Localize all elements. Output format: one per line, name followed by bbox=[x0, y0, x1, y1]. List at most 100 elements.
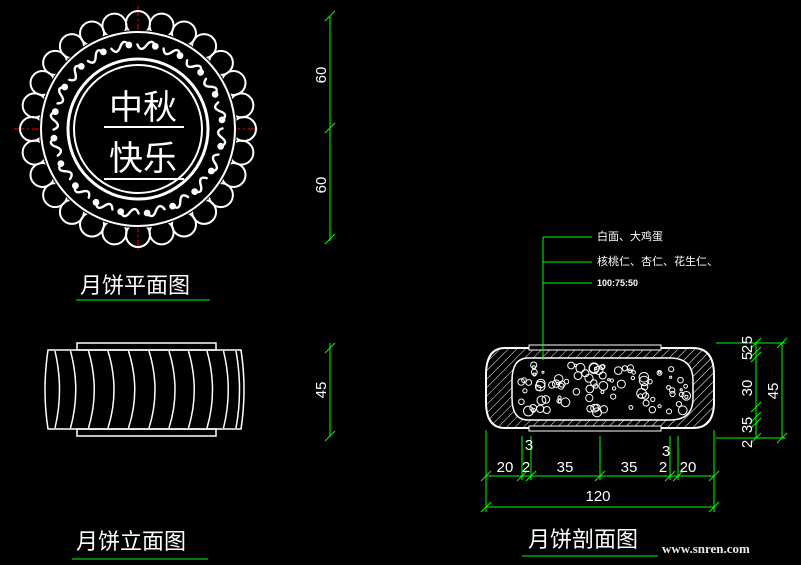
section-dim-bottom-2: 2 bbox=[522, 459, 530, 476]
nut-piece bbox=[614, 366, 623, 375]
nut-piece bbox=[610, 393, 617, 400]
nut-piece bbox=[683, 383, 688, 389]
elevation-ribs bbox=[54, 350, 241, 429]
elevation-rib bbox=[168, 350, 176, 429]
plan-dimension bbox=[324, 10, 336, 245]
elevation-rib bbox=[206, 350, 214, 429]
nut-piece bbox=[650, 396, 656, 402]
nut-piece bbox=[588, 362, 600, 374]
nut-piece bbox=[541, 395, 551, 404]
elevation-title: 月饼立面图 bbox=[76, 530, 186, 555]
section-dim-bottom-5: 2 bbox=[659, 459, 667, 476]
swirl bbox=[68, 64, 83, 82]
swirl-dot bbox=[197, 68, 205, 76]
elevation-rib bbox=[127, 350, 136, 429]
watermark: www.snren.com bbox=[662, 541, 750, 556]
plan-dim-tick-top bbox=[324, 10, 336, 22]
nut-piece bbox=[638, 372, 650, 383]
nut-piece bbox=[518, 398, 525, 406]
swirl bbox=[58, 162, 73, 181]
nut-piece bbox=[598, 381, 609, 391]
swirl bbox=[145, 204, 166, 218]
nut-piece bbox=[536, 378, 546, 389]
section-nut-pattern bbox=[517, 361, 692, 418]
plan-dim-top: 60 bbox=[313, 67, 330, 84]
nut-piece bbox=[563, 378, 570, 385]
elevation-top-band bbox=[76, 342, 217, 351]
swirl bbox=[110, 40, 131, 54]
nut-piece bbox=[522, 388, 528, 394]
nut-piece bbox=[585, 384, 595, 394]
section-note-2: 核桃仁、杏仁、花生仁、 bbox=[597, 254, 718, 268]
swirl bbox=[171, 194, 190, 209]
nut-piece bbox=[668, 366, 675, 373]
nut-piece bbox=[669, 390, 676, 398]
plan-title: 月饼平面图 bbox=[80, 274, 190, 299]
nut-piece bbox=[558, 380, 566, 388]
nut-piece bbox=[621, 365, 628, 372]
swirl bbox=[216, 127, 227, 148]
nut-piece bbox=[599, 364, 605, 371]
nut-piece bbox=[551, 379, 561, 388]
nut-piece bbox=[530, 407, 536, 413]
section-note-1: 白面、大鸡蛋 bbox=[597, 229, 663, 243]
swirl-dot bbox=[50, 134, 58, 142]
swirl-dot bbox=[169, 202, 177, 210]
elevation-rib bbox=[222, 350, 229, 429]
section-dim-right-2: 2 bbox=[739, 345, 756, 353]
elevation-rib bbox=[148, 350, 156, 429]
plan-swirl-pattern bbox=[49, 40, 227, 218]
swirl bbox=[210, 153, 220, 173]
swirl-dot bbox=[61, 83, 69, 91]
swirl-dot bbox=[92, 198, 100, 206]
swirl-dot bbox=[207, 167, 215, 175]
plan-view: 中秋 快乐 月饼平面图 bbox=[14, 6, 262, 301]
section-dim-right-1: 5 bbox=[739, 336, 756, 344]
swirl bbox=[94, 201, 114, 211]
elevation-rib bbox=[54, 350, 61, 429]
section-right-dimensions bbox=[716, 337, 788, 444]
nut-piece bbox=[573, 371, 583, 381]
swirl-dot bbox=[217, 142, 225, 150]
swirl-dot bbox=[117, 208, 125, 216]
nut-piece bbox=[525, 379, 533, 386]
swirl-dot bbox=[211, 91, 219, 98]
swirl bbox=[193, 176, 208, 194]
nut-piece bbox=[542, 406, 551, 414]
swirl bbox=[119, 207, 140, 218]
nut-piece bbox=[535, 380, 546, 392]
swirl-dot bbox=[143, 209, 151, 217]
elevation-body bbox=[44, 349, 245, 430]
section-dim-right-3: 5 bbox=[739, 352, 756, 360]
section-title: 月饼剖面图 bbox=[528, 528, 638, 553]
section-note-3: 100:75:50 bbox=[597, 278, 638, 288]
elevation-rib bbox=[187, 350, 195, 429]
nut-piece bbox=[609, 378, 615, 383]
section-view: 白面、大鸡蛋 核桃仁、杏仁、花生仁、 100:75:50 月饼剖面图 bbox=[485, 229, 718, 557]
swirl bbox=[203, 77, 218, 96]
elevation-rib bbox=[69, 350, 77, 429]
section-dim-right-7: 3 bbox=[739, 425, 756, 433]
swirl bbox=[86, 49, 105, 64]
nut-piece bbox=[592, 407, 602, 418]
swirl-dot bbox=[51, 108, 59, 116]
section-leader bbox=[542, 236, 592, 360]
plan-dim-tick-bot bbox=[324, 233, 336, 245]
nut-piece bbox=[572, 388, 581, 396]
swirl bbox=[56, 85, 66, 105]
nut-piece bbox=[536, 395, 547, 406]
elevation-dim-45: 45 bbox=[313, 382, 330, 399]
swirl-dot bbox=[100, 48, 107, 56]
plan-outer-ring bbox=[40, 31, 236, 227]
nut-piece bbox=[517, 378, 526, 386]
section-dim-right-4: 30 bbox=[739, 380, 756, 397]
nut-piece bbox=[607, 378, 611, 382]
plan-dim-tick-mid bbox=[324, 122, 336, 134]
nut-piece bbox=[585, 393, 594, 403]
section-dim-bottom-1: 20 bbox=[497, 459, 514, 476]
nut-piece bbox=[679, 388, 683, 392]
section-dim-total-width: 120 bbox=[585, 488, 610, 505]
swirl-dot bbox=[57, 160, 65, 168]
swirl-dot bbox=[125, 41, 133, 49]
